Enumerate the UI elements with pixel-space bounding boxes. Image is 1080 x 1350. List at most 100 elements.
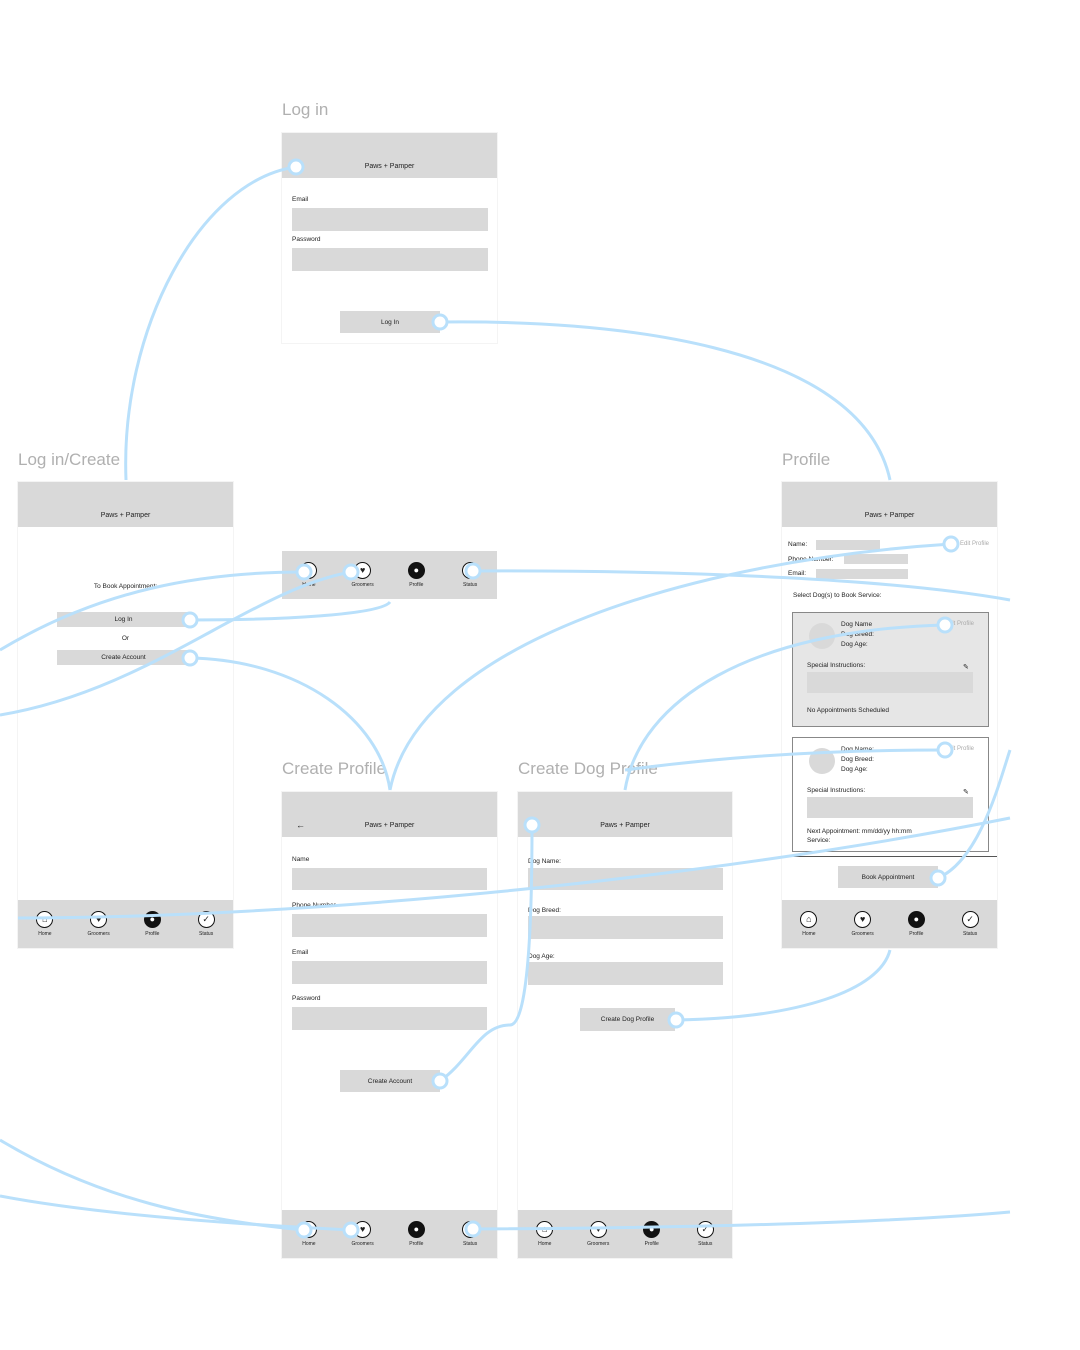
dog-card-selected[interactable]: Dog Name Dog Breed: Dog Age: Edit Profil… bbox=[792, 612, 989, 727]
nav-item-profile[interactable]: ● Profile bbox=[391, 1221, 441, 1247]
name-input[interactable] bbox=[292, 868, 487, 890]
nav-label: Home bbox=[802, 931, 816, 937]
nav-item-home[interactable]: ⌂Home bbox=[284, 1221, 334, 1247]
create-account-button[interactable]: Create Account bbox=[57, 650, 190, 665]
profile-icon: ● bbox=[643, 1221, 661, 1238]
nav-item-home[interactable]: ⌂Home bbox=[784, 911, 834, 937]
phone-label: Phone Number: bbox=[788, 556, 834, 563]
dog-breed-label: Dog Breed: bbox=[528, 907, 561, 914]
nav-item-profile[interactable]: ●Profile bbox=[391, 562, 441, 588]
connector bbox=[0, 1138, 305, 1232]
dog-name: Dog Name: bbox=[841, 746, 874, 753]
email-label: Email bbox=[292, 949, 309, 956]
frame-title-login: Log in bbox=[282, 100, 329, 119]
nav-label: Groomers bbox=[87, 931, 110, 937]
nav-label: Profile bbox=[909, 931, 924, 937]
dog-age: Dog Age: bbox=[841, 641, 868, 648]
app-header: Paws + Pamper bbox=[18, 482, 233, 527]
select-dogs-label: Select Dog(s) to Book Service: bbox=[793, 592, 882, 599]
bottom-nav-component: ⌂Home♥Groomers●Profile✓Status bbox=[282, 551, 497, 599]
groomers-icon: ♥ bbox=[354, 562, 372, 579]
profile-icon: ● bbox=[143, 911, 161, 928]
nav-label: Status bbox=[963, 931, 978, 937]
nav-item-home[interactable]: ⌂ Home bbox=[20, 911, 70, 937]
instructions-field[interactable] bbox=[807, 672, 973, 693]
dog-age-input[interactable] bbox=[528, 962, 723, 985]
nav-label: Home bbox=[538, 1241, 552, 1247]
phone-field bbox=[844, 554, 908, 564]
nav-item-groomers[interactable]: ♥ Groomers bbox=[573, 1221, 623, 1247]
edit-dog-link[interactable]: Edit Profile bbox=[945, 746, 975, 752]
frame-title-login-create: Log in/Create bbox=[18, 450, 121, 469]
instructions-field[interactable] bbox=[807, 797, 973, 818]
password-label: Password bbox=[292, 995, 321, 1002]
profile-icon: ● bbox=[407, 1221, 425, 1238]
nav-label: Profile bbox=[145, 931, 160, 937]
name-field bbox=[816, 540, 880, 550]
nav-item-status[interactable]: ✓Status bbox=[680, 1221, 730, 1247]
status-icon: ✓ bbox=[197, 911, 215, 928]
profile-frame: Paws + Pamper Name: Edit Profile Phone N… bbox=[782, 482, 997, 948]
dog-age-label: Dog Age: bbox=[528, 953, 555, 960]
connector bbox=[124, 165, 297, 481]
app-header: Paws + Pamper bbox=[282, 133, 497, 178]
frame-title-create-dog: Create Dog Profile bbox=[518, 759, 658, 778]
nav-label: Groomers bbox=[351, 1241, 374, 1247]
nav-item-status[interactable]: ✓Status bbox=[445, 562, 495, 588]
nav-item-profile[interactable]: ● Profile bbox=[891, 911, 941, 937]
dog-name-input[interactable] bbox=[528, 868, 723, 890]
dog-name-label: Dog Name: bbox=[528, 858, 561, 865]
create-dog-profile-button[interactable]: Create Dog Profile bbox=[580, 1008, 675, 1031]
nav-label: Home bbox=[38, 931, 52, 937]
book-appointment-button[interactable]: Book Appointment bbox=[838, 866, 938, 888]
profile-icon: ● bbox=[407, 562, 425, 579]
bottom-nav: ⌂Home ♥ Groomers ● Profile ✓Status bbox=[518, 1210, 732, 1258]
app-header: Paws + Pamper bbox=[282, 792, 497, 837]
nav-label: Groomers bbox=[851, 931, 874, 937]
dog-card[interactable]: Dog Name: Dog Breed: Dog Age: Edit Profi… bbox=[792, 737, 989, 852]
app-header: Paws + Pamper bbox=[518, 792, 732, 837]
nav-item-status[interactable]: ✓Status bbox=[945, 911, 995, 937]
nav-item-home[interactable]: ⌂Home bbox=[520, 1221, 570, 1247]
pencil-icon[interactable]: ✎ bbox=[963, 789, 969, 796]
edit-profile-link[interactable]: Edit Profile bbox=[960, 541, 990, 547]
login-button[interactable]: Log In bbox=[340, 311, 440, 333]
nav-label: Profile bbox=[409, 1241, 424, 1247]
create-profile-frame: Paws + Pamper ← Name Phone Number Email … bbox=[282, 792, 497, 1258]
phone-input[interactable] bbox=[292, 914, 487, 937]
groomers-icon: ♥ bbox=[90, 911, 108, 928]
nav-item-groomers[interactable]: ♥Groomers bbox=[838, 911, 888, 937]
nav-item-profile[interactable]: ● Profile bbox=[627, 1221, 677, 1247]
frame-title-create-profile: Create Profile bbox=[282, 759, 386, 778]
profile-icon: ● bbox=[907, 911, 925, 928]
nav-item-status[interactable]: ✓Status bbox=[181, 911, 231, 937]
nav-item-status[interactable]: ✓Status bbox=[445, 1221, 495, 1247]
home-icon: ⌂ bbox=[36, 911, 54, 928]
create-account-button[interactable]: Create Account bbox=[340, 1070, 440, 1092]
email-input[interactable] bbox=[292, 208, 488, 231]
dog-breed-input[interactable] bbox=[528, 916, 723, 939]
nav-item-profile[interactable]: ● Profile bbox=[127, 911, 177, 937]
dog-breed: Dog Breed: bbox=[841, 756, 874, 763]
nav-item-groomers[interactable]: ♥Groomers bbox=[338, 1221, 388, 1247]
back-arrow-icon[interactable]: ← bbox=[296, 820, 305, 830]
dog-avatar bbox=[809, 623, 835, 649]
nav-label: Status bbox=[698, 1241, 713, 1247]
login-create-frame: Paws + Pamper To Book Appointment: Log I… bbox=[18, 482, 233, 948]
edit-dog-link[interactable]: Edit Profile bbox=[945, 621, 975, 627]
home-icon: ⌂ bbox=[300, 562, 318, 579]
password-input[interactable] bbox=[292, 248, 488, 271]
password-input[interactable] bbox=[292, 1007, 487, 1030]
email-input[interactable] bbox=[292, 961, 487, 984]
nav-item-groomers[interactable]: ♥ Groomers bbox=[74, 911, 124, 937]
pencil-icon[interactable]: ✎ bbox=[963, 664, 969, 671]
nav-label: Groomers bbox=[587, 1241, 610, 1247]
frame-title-profile: Profile bbox=[782, 450, 831, 469]
app-header: Paws + Pamper bbox=[782, 482, 997, 527]
nav-item-groomers[interactable]: ♥Groomers bbox=[338, 562, 388, 588]
groomers-icon: ♥ bbox=[589, 1221, 607, 1238]
nav-label: Profile bbox=[644, 1241, 659, 1247]
nav-item-home[interactable]: ⌂Home bbox=[284, 562, 334, 588]
email-label: Email: bbox=[788, 570, 807, 577]
login-button[interactable]: Log In bbox=[57, 612, 190, 627]
